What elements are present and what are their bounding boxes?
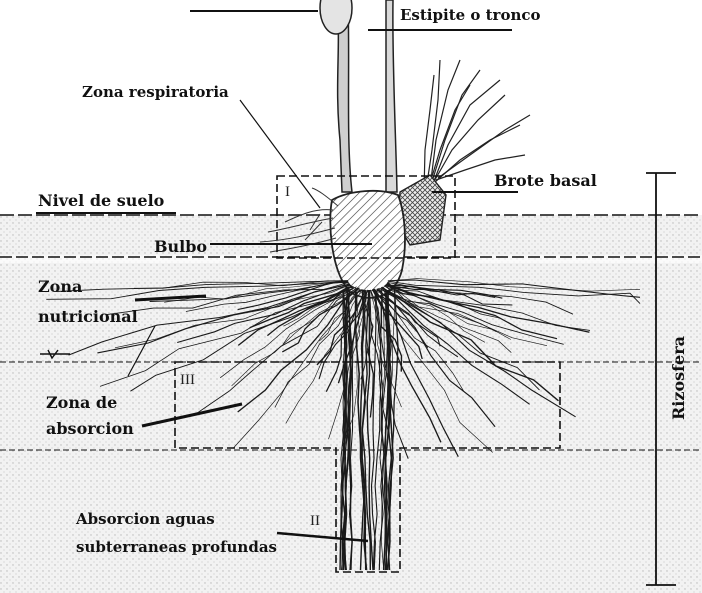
deep-root-strand [341, 289, 348, 571]
root-strand [372, 288, 423, 360]
label-soil-level: Nivel de suelo [38, 191, 165, 210]
label-deep-water-2: subterraneas profundas [76, 538, 277, 556]
root-strand [97, 283, 351, 354]
root-strand [328, 289, 366, 440]
root-system [46, 278, 641, 571]
small-marker-icon [40, 349, 70, 360]
root-strand [237, 280, 350, 311]
root-strand [285, 289, 363, 424]
root-strand [267, 286, 354, 337]
label-nutritional-zone-2: nutricional [38, 307, 138, 326]
zone-III-box [174, 361, 561, 573]
deep-root-strand [346, 289, 353, 571]
root-strand [382, 286, 486, 343]
leader-lines [36, 10, 518, 543]
root-strand [325, 289, 366, 392]
label-nutritional-zone-1: Zona [38, 277, 82, 296]
deep-root-strand [354, 289, 367, 571]
root-strand [387, 280, 641, 304]
root-strand [177, 284, 352, 344]
root-strand [387, 279, 641, 298]
label-absorption-zone-2: absorcion [46, 419, 134, 438]
root-strand [384, 285, 548, 347]
deep-root-strand [385, 289, 396, 571]
root-strand [281, 287, 361, 353]
label-respiratory-zone: Zona respiratoria [82, 83, 229, 101]
zone-III-label: III [180, 372, 195, 388]
label-absorption-zone-1: Zona de [46, 393, 117, 412]
deep-root-strand [366, 289, 374, 571]
deep-root-strand [342, 289, 352, 571]
root-strand [387, 281, 496, 299]
deep-root-strand [380, 289, 385, 571]
zone-boxes [174, 175, 561, 573]
label-deep-water-1: Absorcion aguas [75, 510, 215, 528]
root-strand [130, 285, 353, 392]
zone-II-label: II [310, 513, 320, 529]
zone-I-label: I [285, 184, 290, 200]
basal-shoot [423, 59, 531, 193]
root-strand [274, 288, 361, 408]
root-strand [282, 286, 357, 345]
root-strand [376, 288, 496, 428]
root-strand [387, 278, 641, 292]
deep-root-strand [385, 289, 394, 571]
deep-root-strand [372, 289, 383, 571]
label-basal-shoot: Brote basal [494, 171, 597, 190]
deep-root-strand [348, 289, 357, 571]
deep-root-strand [370, 289, 377, 571]
root-strand [114, 284, 351, 349]
label-bulb: Bulbo [154, 237, 207, 256]
root-strand [384, 284, 564, 345]
root-strand [46, 280, 349, 300]
root-strand [380, 286, 559, 402]
deep-root-strand [381, 289, 390, 571]
root-strand [386, 283, 591, 331]
root-strand [56, 280, 349, 292]
rhizosphere-label: Rizosfera [669, 336, 688, 420]
deep-root-strand [340, 289, 349, 571]
label-trunk: Estipite o tronco [400, 6, 541, 24]
rhizosphere-bracket [646, 172, 676, 586]
root-strand [382, 286, 512, 353]
trunk [319, 0, 398, 193]
root-strand [370, 289, 402, 408]
deep-root-strand [359, 289, 368, 571]
zone-I-box [276, 175, 456, 259]
deep-root-strand [359, 289, 370, 571]
